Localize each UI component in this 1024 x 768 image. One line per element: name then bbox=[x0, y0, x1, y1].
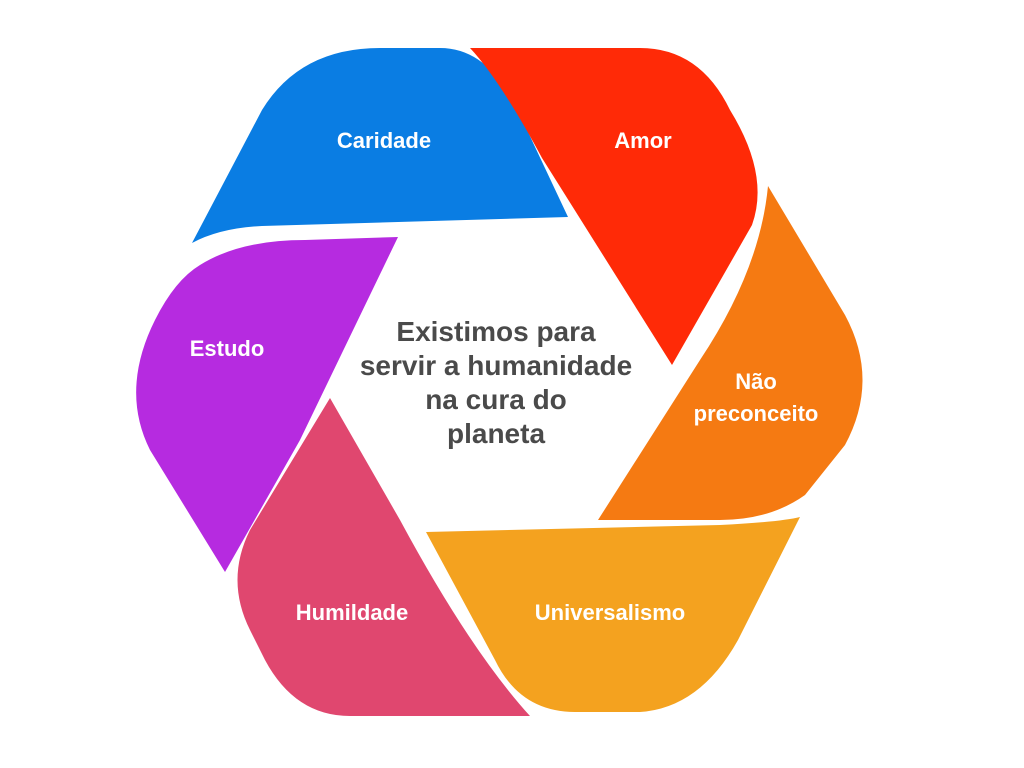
segment-universalismo bbox=[426, 517, 800, 712]
center-line-3: na cura do bbox=[425, 384, 567, 415]
center-line-2: servir a humanidade bbox=[360, 350, 632, 381]
segment-estudo bbox=[136, 237, 398, 572]
center-line-4: planeta bbox=[447, 418, 545, 449]
segment-amor bbox=[470, 48, 758, 365]
segment-humildade bbox=[237, 398, 530, 716]
label-estudo: Estudo bbox=[190, 336, 265, 361]
label-amor: Amor bbox=[614, 128, 672, 153]
center-line-1: Existimos para bbox=[396, 316, 596, 347]
label-universalismo: Universalismo bbox=[535, 600, 685, 625]
label-nao-preconceito-line-1: Não bbox=[735, 369, 777, 394]
segment-caridade bbox=[192, 48, 568, 243]
label-caridade: Caridade bbox=[337, 128, 431, 153]
segment-nao-preconceito bbox=[598, 186, 863, 520]
label-nao-preconceito-line-2: preconceito bbox=[694, 401, 819, 426]
label-humildade: Humildade bbox=[296, 600, 408, 625]
